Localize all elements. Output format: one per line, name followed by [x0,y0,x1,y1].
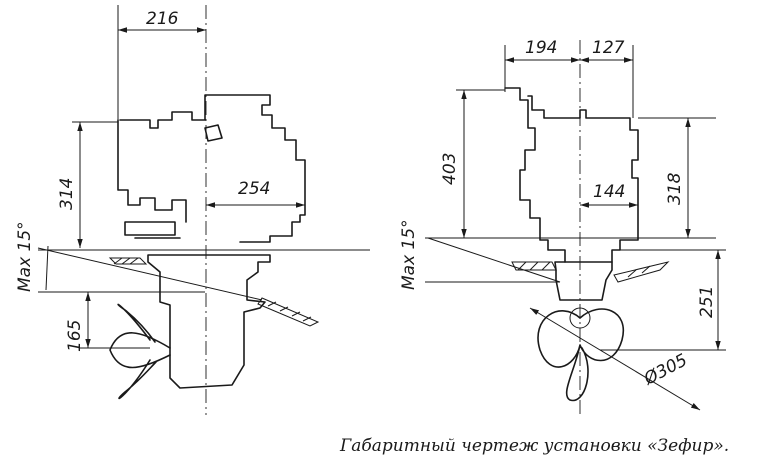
left-dim-engine-height: 314 [57,178,77,210]
left-tilt-label: Max 15° [15,221,35,292]
left-tilt-arc [45,245,49,291]
right-propeller [537,308,625,402]
left-dim-top-width: 216 [146,9,179,29]
left-engine-outline [117,94,306,243]
left-engine-detail [124,124,223,239]
right-dim-offset: 144 [593,182,625,202]
left-leg-outline [147,254,271,389]
right-front-view: 194 127 403 318 144 251 Ø305 Max 15° [399,38,726,415]
right-transom-hatching [517,261,651,278]
right-leg-outline [554,261,613,301]
right-dim-305-line [529,307,701,411]
left-dim-shaft-offset: 254 [238,179,270,199]
right-dim-width-right: 127 [592,38,625,58]
right-tilt-line [427,237,561,283]
right-dim-width-left: 194 [525,38,557,58]
right-engine-outline [504,87,639,263]
right-dim-height-right: 318 [665,172,685,205]
right-dim-propeller-diameter: Ø305 [640,350,691,390]
left-side-view: 216 314 254 165 Max 15° [15,5,370,415]
figure-caption: Габаритный чертеж установки «Зефир». [340,436,730,456]
left-tilt-line [37,247,263,301]
right-dim-leg-depth: 251 [697,286,717,318]
left-dim-leg-depth: 165 [65,320,85,352]
left-propeller [109,303,171,400]
left-transom-hatching [113,257,312,322]
right-tilt-label: Max 15° [399,219,419,290]
right-dim-height-total: 403 [440,153,460,185]
